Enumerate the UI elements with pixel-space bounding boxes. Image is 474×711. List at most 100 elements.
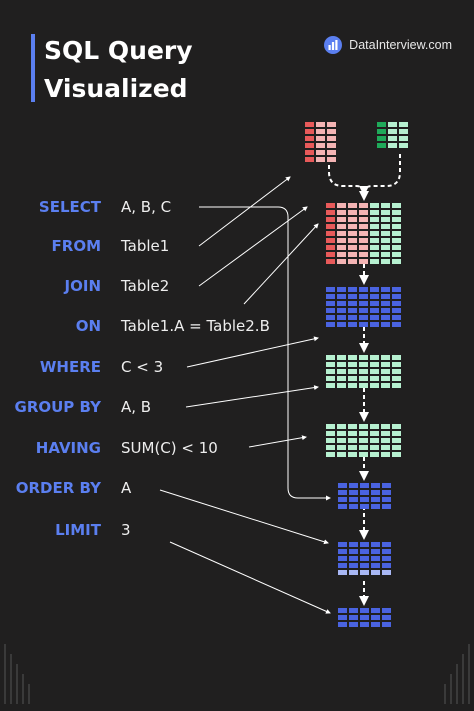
joined-table-grid: [326, 203, 401, 264]
where-table-grid-cell: [370, 355, 379, 360]
group-table-grid-cell: [348, 431, 357, 436]
select-table-grid-cell: [392, 315, 401, 320]
table1-grid-cell: [327, 122, 336, 127]
joined-table-grid-cell: [337, 231, 346, 236]
arrow-limit: [169, 541, 331, 614]
projection-table-grid-cell: [382, 497, 391, 502]
limit-table-grid-cell: [360, 608, 369, 613]
select-table-grid-cell: [392, 287, 401, 292]
projection-table-grid-cell: [360, 490, 369, 495]
table1-grid-cell: [316, 150, 325, 155]
arrow-select: [199, 206, 331, 501]
flow-arrows: [328, 154, 401, 606]
where-table-grid-cell: [348, 369, 357, 374]
where-table-grid-cell: [337, 369, 346, 374]
select-table-grid-cell: [392, 308, 401, 313]
projection-table-grid-cell: [371, 483, 380, 488]
projection-table-grid-cell: [349, 483, 358, 488]
where-table-grid: [326, 355, 401, 388]
group-table-grid-cell: [337, 438, 346, 443]
group-table-grid-cell: [370, 445, 379, 450]
joined-table-grid-cell: [370, 203, 379, 208]
group-table-grid: [326, 424, 401, 457]
select-table-grid-cell: [337, 294, 346, 299]
joined-table-grid-cell: [359, 224, 368, 229]
table2-grid-cell: [399, 122, 408, 127]
group-table-grid-cell: [326, 445, 335, 450]
where-table-grid-cell: [326, 362, 335, 367]
joined-table-grid-cell: [326, 245, 335, 250]
table1-grid-cell: [305, 129, 314, 134]
keyword-where: WHERE: [39, 358, 101, 376]
table1-grid-cell: [316, 143, 325, 148]
limit-table-grid-cell: [338, 622, 347, 627]
group-table-grid-cell: [359, 452, 368, 457]
select-table-grid-cell: [348, 294, 357, 299]
joined-table-grid-cell: [359, 217, 368, 222]
joined-table-grid-cell: [392, 245, 401, 250]
group-table-grid-cell: [337, 452, 346, 457]
joined-table-grid-cell: [370, 224, 379, 229]
clause-arrows: [159, 176, 331, 614]
select-table-grid-cell: [392, 322, 401, 327]
select-table-grid-cell: [359, 308, 368, 313]
arrow-from: [198, 176, 291, 247]
group-table-grid-cell: [392, 445, 401, 450]
group-table-grid-cell: [392, 431, 401, 436]
group-table-grid-cell: [392, 438, 401, 443]
sorted-table-grid-cell: [360, 556, 369, 561]
projection-table-grid-cell: [338, 497, 347, 502]
joined-table-grid-cell: [381, 259, 390, 264]
joined-table-grid-cell: [337, 203, 346, 208]
table2-grid-cell: [399, 129, 408, 134]
joined-table-grid-cell: [337, 224, 346, 229]
select-table-grid-cell: [359, 322, 368, 327]
group-table-grid-cell: [337, 431, 346, 436]
joined-table-grid-cell: [359, 238, 368, 243]
joined-table-grid-cell: [370, 245, 379, 250]
joined-table-grid-cell: [370, 252, 379, 257]
group-table-grid-cell: [381, 445, 390, 450]
joined-table-grid-cell: [348, 217, 357, 222]
sorted-table-grid-cell: [338, 549, 347, 554]
table1-grid-cell: [327, 157, 336, 162]
joined-table-grid-cell: [348, 245, 357, 250]
sorted-table-grid-cell: [349, 556, 358, 561]
table1-grid-cell: [327, 129, 336, 134]
joined-table-grid-cell: [337, 217, 346, 222]
sorted-table-grid-cell: [382, 556, 391, 561]
arrow-join: [198, 206, 308, 287]
joined-table-grid-cell: [348, 210, 357, 215]
corner-decoration-right: [444, 644, 470, 704]
where-table-grid-cell: [348, 383, 357, 388]
select-table-grid-cell: [370, 294, 379, 299]
sorted-table-grid-cell: [349, 549, 358, 554]
joined-table-grid-cell: [370, 231, 379, 236]
projection-table-grid-cell: [338, 504, 347, 509]
table1-grid: [305, 122, 336, 162]
select-table-grid-cell: [370, 308, 379, 313]
select-table-grid-cell: [370, 301, 379, 306]
where-table-grid-cell: [359, 369, 368, 374]
group-table-grid-cell: [381, 452, 390, 457]
where-table-grid-cell: [381, 369, 390, 374]
table2-grid-cell: [377, 129, 386, 134]
select-table-grid-cell: [337, 308, 346, 313]
sorted-table-grid-cell: [338, 570, 347, 575]
select-table-grid-cell: [326, 315, 335, 320]
joined-table-grid-cell: [381, 210, 390, 215]
value-from: Table1: [121, 237, 170, 255]
joined-table-grid-cell: [392, 224, 401, 229]
joined-table-grid-cell: [370, 238, 379, 243]
select-table-grid-cell: [326, 308, 335, 313]
group-table-grid-cell: [348, 438, 357, 443]
projection-table-grid: [338, 483, 391, 509]
table1-grid-cell: [316, 122, 325, 127]
select-table-grid-cell: [326, 294, 335, 299]
joined-table-grid-cell: [392, 259, 401, 264]
joined-table-grid-cell: [370, 217, 379, 222]
where-table-grid-cell: [348, 362, 357, 367]
where-table-grid-cell: [359, 376, 368, 381]
joined-table-grid-cell: [381, 231, 390, 236]
projection-table-grid-cell: [371, 504, 380, 509]
